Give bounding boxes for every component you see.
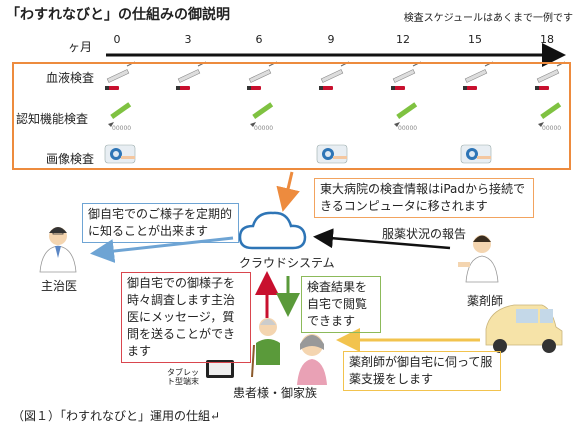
patient-icon	[251, 318, 280, 378]
schedule-note: 検査スケジュールはあくまで一例です	[403, 13, 573, 24]
tick-label: 18	[540, 33, 554, 46]
figure-caption: （図１）「わすれなびと」運用の仕組↵	[12, 409, 221, 423]
home-survey-box: 御自宅での御様子を時々調査します主治医にメッセージ，質問を送ることができます	[121, 272, 251, 363]
family-member-icon	[297, 334, 327, 385]
tablet-label: タブレット型端末	[167, 368, 199, 386]
hospital-info-box: 東大病院の検査情報はiPadから接続できるコンピュータに移されます	[314, 178, 534, 218]
imaging-test-label: 画像検査	[46, 152, 95, 166]
results-view-box: 検査結果を自宅で閲覧できます	[301, 276, 381, 333]
tick-label: 0	[113, 33, 121, 46]
blood-test-label: 血液検査	[46, 71, 95, 85]
pharmacist-label: 薬剤師	[467, 294, 504, 308]
cognitive-test-label: 認知機能検査	[16, 112, 89, 126]
pharmacist-icon	[458, 235, 499, 283]
tick-label: 3	[184, 33, 192, 46]
tick-label: 12	[396, 33, 410, 46]
car-icon	[485, 304, 563, 353]
medication-report-label: 服薬状況の報告	[382, 227, 467, 241]
timeline-axis-label: ヶ月	[68, 40, 93, 54]
tick-label: 6	[255, 33, 263, 46]
cloud-label: クラウドシステム	[239, 256, 335, 270]
test-schedule-box	[12, 62, 571, 170]
tick-label: 9	[327, 33, 335, 46]
tick-label: 15	[468, 33, 482, 46]
doctor-label: 主治医	[41, 279, 78, 293]
doctor-icon	[39, 227, 77, 273]
cloud-icon	[238, 211, 307, 250]
pharmacist-support-box: 薬剤師が御自宅に伺って服薬支援をします	[343, 351, 501, 391]
patient-family-label: 患者様・御家族	[233, 386, 318, 400]
diagram-title: 「わすれなびと」の仕組みの御説明	[6, 7, 230, 23]
regular-check-box: 御自宅でのご様子を定期的に知ることが出来ます	[82, 203, 239, 243]
